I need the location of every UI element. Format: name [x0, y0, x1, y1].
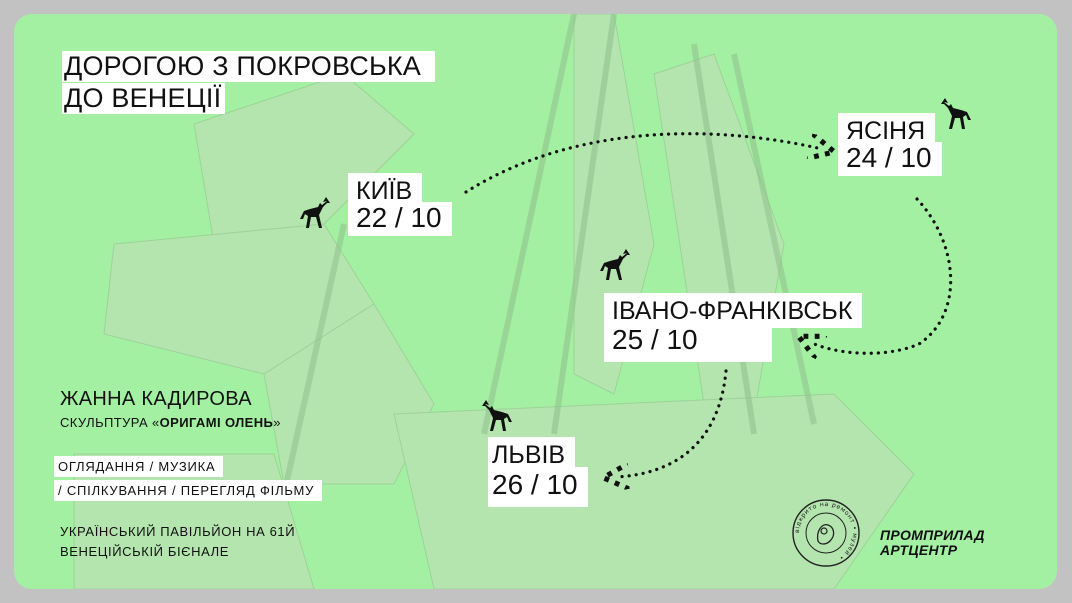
city-name-kyiv: КИЇВ [348, 173, 423, 206]
artwork-prefix: СКУЛЬПТУРА « [60, 415, 160, 430]
deer-icon [482, 400, 512, 431]
poster: ДОРОГОЮ З ПОКРОВСЬКА ДО ВЕНЕЦІЇ КИЇВ 22 … [14, 14, 1057, 589]
artwork-name: ОРИГАМІ ОЛЕНЬ [159, 415, 274, 430]
logo-line-1: ПРОМПРИЛАД [880, 527, 985, 543]
city-date-yasinia: 24 / 10 [838, 142, 942, 176]
pavilion-line-1: УКРАЇНСЬКИЙ ПАВІЛЬЙОН НА 61Й [60, 524, 296, 539]
deer-icon [300, 197, 330, 228]
deer-icon [600, 249, 630, 280]
city-name-lviv: ЛЬВІВ [488, 437, 576, 470]
activities-line-1: ОГЛЯДАННЯ / МУЗИКА [54, 456, 224, 477]
museum-stamp-icon: відкрито на ремонт • музей • [792, 499, 860, 567]
city-date-lviv: 26 / 10 [488, 467, 588, 507]
promprylad-logo: ПРОМПРИЛАД АРТЦЕНТР [880, 528, 985, 557]
deer-icon [941, 98, 971, 129]
activities-line-2: / СПІЛКУВАННЯ / ПЕРЕГЛЯД ФІЛЬМУ [54, 480, 323, 501]
artwork-suffix: » [273, 415, 281, 430]
pavilion-line-2: ВЕНЕЦІЙСЬКІЙ БІЄНАЛЕ [60, 544, 230, 559]
logo-line-2: АРТЦЕНТР [880, 541, 958, 558]
city-date-kyiv: 22 / 10 [348, 202, 452, 236]
artist-name: ЖАННА КАДИРОВА [60, 388, 252, 410]
title-line-2: ДО ВЕНЕЦІЇ [62, 83, 226, 115]
city-date-ivano-frankivsk: 25 / 10 [604, 322, 772, 362]
title-line-1: ДОРОГОЮ З ПОКРОВСЬКА [62, 51, 436, 83]
artwork-title: СКУЛЬПТУРА «ОРИГАМІ ОЛЕНЬ» [60, 415, 281, 430]
city-name-yasinia: ЯСІНЯ [838, 113, 936, 146]
